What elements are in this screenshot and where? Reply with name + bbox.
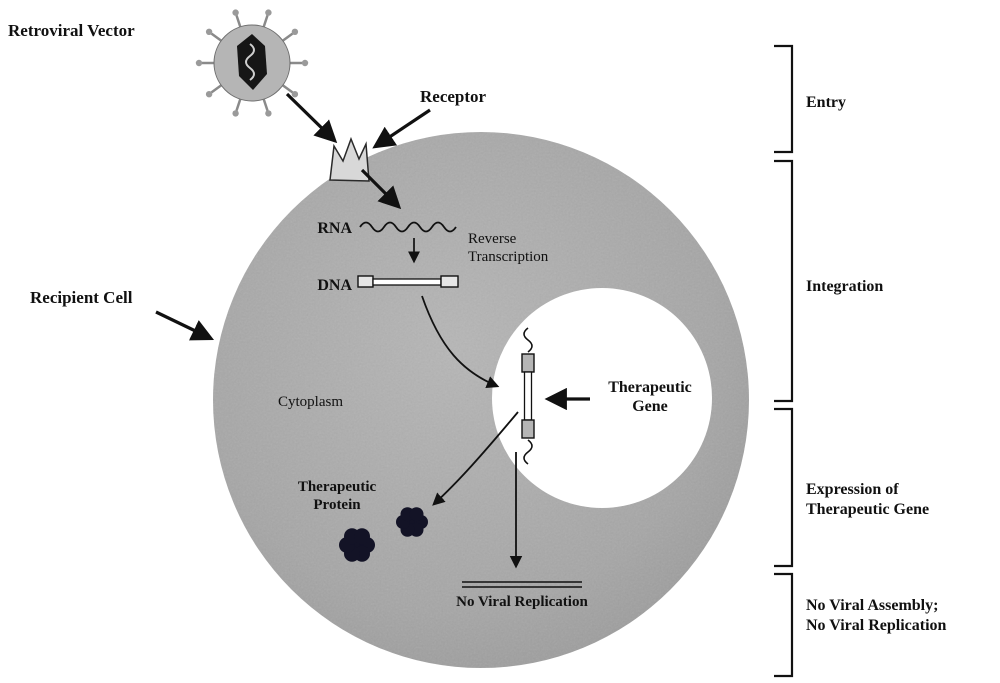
stage-label-no-assembly-line2: No Viral Replication <box>806 617 947 634</box>
stage-label-integration: Integration <box>806 278 883 295</box>
protein-cluster-lower <box>339 528 375 562</box>
stage-label-expression-line1: Expression of <box>806 481 899 498</box>
label-receptor: Receptor <box>420 87 487 106</box>
receptor-icon <box>329 136 370 182</box>
virus-spike-knob <box>265 110 272 117</box>
label-reverse-transcription-line2: Transcription <box>468 249 549 265</box>
label-cytoplasm: Cytoplasm <box>278 394 343 410</box>
label-therapeutic-gene-line1: Therapeutic <box>608 379 692 396</box>
rna-squiggle <box>359 221 457 233</box>
arrow-receptor-label <box>372 108 431 149</box>
bracket-expression <box>774 407 794 568</box>
label-rna: RNA <box>317 220 352 237</box>
arrow-dna-to-nucleus <box>421 295 500 388</box>
label-recipient-cell: Recipient Cell <box>30 288 133 307</box>
stage-label-entry: Entry <box>806 94 846 111</box>
blocked-replication-bar <box>462 581 582 588</box>
label-reverse-transcription-line1: Reverse <box>468 231 517 247</box>
protein-subunit <box>354 528 370 545</box>
label-therapeutic-gene-line2: Gene <box>632 398 668 415</box>
arrow-entry-into-cell <box>360 168 402 210</box>
bracket-integration <box>774 159 794 403</box>
stage-label-no-assembly-line1: No Viral Assembly; <box>806 597 938 614</box>
integrated-gene-construct <box>521 327 535 465</box>
label-retroviral-vector: Retroviral Vector <box>8 21 135 40</box>
virus-spikes <box>202 15 302 111</box>
stage-brackets <box>774 44 794 678</box>
bracket-entry <box>774 44 794 154</box>
arrow-virus-to-receptor <box>285 92 338 144</box>
virus-capsid <box>237 34 267 90</box>
retroviral-vector-icon <box>195 9 309 117</box>
label-no-viral-replication: No Viral Replication <box>456 594 588 610</box>
gene-squiggle-top <box>523 327 533 353</box>
label-therapeutic-protein-line1: Therapeutic <box>298 479 377 495</box>
virus-spike-knob <box>205 28 213 35</box>
label-dna: DNA <box>317 277 352 294</box>
virus-rna-squiggle <box>245 43 255 81</box>
arrow-gene-to-protein <box>432 411 519 506</box>
virus-spike-knob <box>291 91 299 98</box>
gene-ltr-top <box>521 353 535 373</box>
virus-spike-knob <box>301 59 309 67</box>
virus-spike-knob <box>291 28 299 35</box>
protein-cluster-upper <box>396 507 428 537</box>
virus-spike-knob <box>205 91 213 98</box>
stage-label-expression-line2: Therapeutic Gene <box>806 501 929 518</box>
gene-squiggle-bottom <box>523 439 533 465</box>
nucleus-shape <box>492 288 712 508</box>
virus-spike-knob <box>195 59 203 67</box>
virus-spike-knob <box>232 9 239 16</box>
dna-ltr-right <box>440 275 459 288</box>
dna-construct <box>357 275 459 288</box>
dna-strand <box>372 278 442 286</box>
gene-ltr-bottom <box>521 419 535 439</box>
bracket-no-assembly <box>774 572 794 678</box>
arrow-recipient-cell-label <box>155 310 215 341</box>
virus-spike-knob <box>232 110 239 117</box>
virus-spike-knob <box>265 9 272 16</box>
therapeutic-protein-blobs <box>339 507 428 562</box>
gene-strand <box>523 371 533 421</box>
dna-ltr-left <box>357 275 374 288</box>
label-therapeutic-protein-line2: Protein <box>313 497 361 513</box>
protein-subunit <box>409 507 424 522</box>
